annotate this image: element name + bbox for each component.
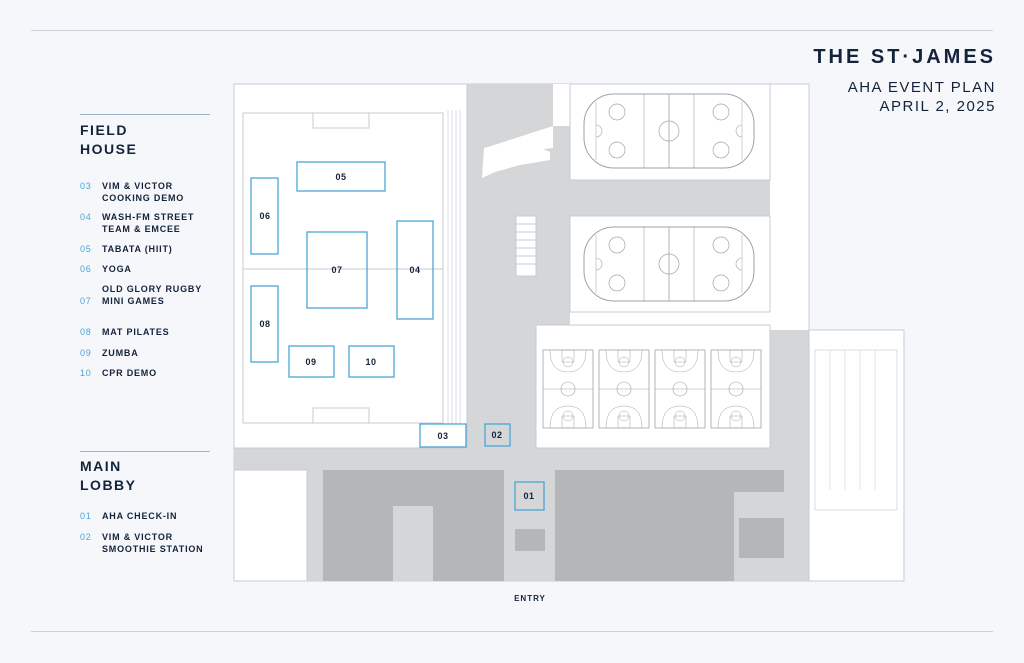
main-lobby-title-line1: MAIN (80, 458, 122, 474)
brand-title: THE ST·JAMES (813, 46, 996, 68)
rink-corridor (570, 180, 770, 216)
swimming-pool (814, 349, 898, 511)
goal-north (312, 112, 370, 129)
lobby-desk (739, 518, 784, 558)
field-house-rule (80, 114, 210, 115)
corridor-island (485, 84, 570, 150)
legend-num: 05 (80, 244, 92, 254)
station-01 (514, 481, 545, 511)
station-outlines (250, 161, 545, 511)
legend-item-03: 03 VIM & VICTOR COOKING DEMO (80, 180, 217, 204)
brand-header: THE ST·JAMES AHA EVENT PLAN APRIL 2, 202… (813, 46, 996, 116)
legend-label: OLD GLORY RUGBY MINI GAMES (102, 284, 202, 306)
legend-label: MAT PILATES (102, 327, 170, 337)
lobby-block-center (433, 470, 504, 581)
main-lobby-title: MAIN LOBBY (80, 457, 137, 495)
event-title: AHA EVENT PLAN (847, 79, 996, 96)
field-house (233, 83, 468, 449)
goal-south (312, 407, 370, 424)
legend-num: 03 (80, 181, 92, 191)
station-02-label: 02 (491, 430, 502, 440)
lobby-block-east (555, 470, 734, 581)
station-10-label: 10 (365, 357, 376, 367)
station-09-label: 09 (305, 357, 316, 367)
lobby-block-west (323, 470, 393, 581)
pool-lanes (829, 350, 876, 490)
field-house-title: FIELD HOUSE (80, 121, 137, 159)
legend-item-05: 05 TABATA (HIIT) (80, 243, 217, 255)
legend-label: ZUMBA (102, 348, 139, 358)
event-date: APRIL 2, 2025 (879, 98, 996, 115)
legend-num: 01 (80, 511, 92, 521)
top-rule (31, 30, 993, 31)
station-04-label: 04 (409, 265, 420, 275)
main-lobby-rule (80, 451, 210, 452)
legend-label: VIM & VICTOR COOKING DEMO (102, 181, 185, 203)
legend-item-07: 07 OLD GLORY RUGBY MINI GAMES (80, 283, 202, 307)
field-house-title-line2: HOUSE (80, 141, 138, 157)
legend-num: 06 (80, 264, 92, 274)
lobby-corridor (234, 448, 784, 470)
gymnasium (535, 324, 771, 449)
bleachers (447, 110, 461, 448)
pool-hall (808, 329, 905, 582)
legend-label: TABATA (HIIT) (102, 244, 173, 254)
legend-item-04: 04 WASH-FM STREET TEAM & EMCEE (80, 211, 217, 235)
station-06 (250, 177, 279, 255)
station-05 (296, 161, 386, 192)
corridor-ramp (482, 140, 550, 178)
legend-num: 10 (80, 368, 92, 378)
station-08 (250, 285, 279, 363)
legend-item-02: 02 VIM & VICTOR SMOOTHIE STATION (80, 531, 217, 555)
corridor-bend (536, 312, 570, 326)
legend-num: 02 (80, 532, 92, 542)
station-03 (419, 423, 467, 448)
lobby-block-west (393, 470, 433, 506)
station-07 (306, 231, 368, 309)
legend-item-08: 08 MAT PILATES (80, 326, 217, 338)
rink-hall-north (569, 83, 771, 181)
main-lobby-title-line2: LOBBY (80, 477, 137, 493)
legend-num: 08 (80, 327, 92, 337)
station-09 (288, 345, 335, 378)
station-03-label: 03 (437, 431, 448, 441)
legend-num: 04 (80, 212, 92, 222)
legend-label: WASH-FM STREET TEAM & EMCEE (102, 212, 195, 234)
legend-label: YOGA (102, 264, 132, 274)
field-house-title-line1: FIELD (80, 122, 128, 138)
legend-item-09: 09 ZUMBA (80, 347, 217, 359)
station-02 (484, 423, 511, 447)
legend-num: 09 (80, 348, 92, 358)
legend-label: VIM & VICTOR SMOOTHIE STATION (102, 532, 204, 554)
bottom-rule (31, 631, 993, 632)
station-07-label: 07 (331, 265, 342, 275)
station-08-label: 08 (259, 319, 270, 329)
lobby-kiosk (515, 529, 545, 551)
lobby-room (233, 469, 308, 582)
legend-label: AHA CHECK-IN (102, 511, 178, 521)
station-10 (348, 345, 395, 378)
legend-num: 07 (80, 296, 92, 306)
entry-label: ENTRY (514, 594, 546, 603)
legend-item-06: 06 YOGA (80, 263, 217, 275)
legend-label: CPR DEMO (102, 368, 157, 378)
station-04 (396, 220, 434, 320)
station-01-label: 01 (523, 491, 534, 501)
station-05-label: 05 (335, 172, 346, 182)
station-06-label: 06 (259, 211, 270, 221)
rink-hall-south (569, 215, 771, 313)
stairs (515, 215, 537, 277)
legend-item-01: 01 AHA CHECK-IN (80, 510, 217, 522)
legend-item-10: 10 CPR DEMO (80, 367, 217, 379)
lobby-block-east (734, 470, 784, 492)
